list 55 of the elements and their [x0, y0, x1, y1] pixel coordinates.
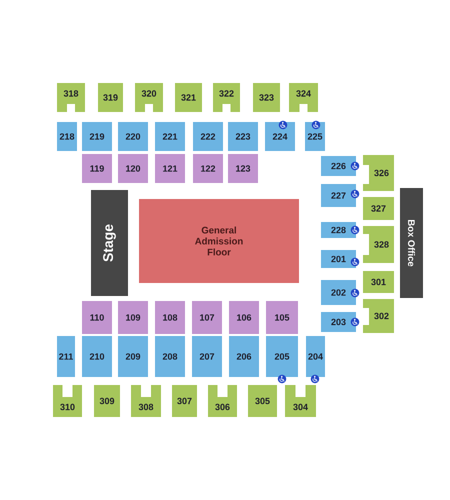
seating-section: 207	[192, 336, 222, 377]
seating-section: 326	[363, 155, 394, 191]
seating-section: 109	[118, 301, 148, 334]
seating-section: 122	[193, 154, 223, 183]
seating-section: 220	[118, 122, 148, 151]
seating-section: 322	[213, 83, 240, 112]
box-office-block: Box Office	[400, 188, 423, 298]
seating-section: 106	[229, 301, 259, 334]
seating-section: 318	[57, 83, 85, 112]
seating-section: 328	[363, 226, 394, 263]
seating-section: 302	[363, 299, 394, 333]
seating-section: 227	[321, 184, 356, 207]
seating-section: 219	[82, 122, 112, 151]
seating-section: 211	[57, 336, 75, 377]
stage-block: Stage	[91, 190, 128, 296]
seating-section: 110	[82, 301, 112, 334]
seating-section: 123	[228, 154, 258, 183]
seating-section: 323	[253, 83, 280, 112]
seating-section: 121	[155, 154, 185, 183]
seating-section: 119	[82, 154, 112, 183]
seating-section: 120	[118, 154, 148, 183]
seating-section: 202	[321, 280, 356, 305]
seating-section: 222	[193, 122, 223, 151]
seating-section: 320	[135, 83, 163, 112]
seating-section: 307	[172, 385, 197, 417]
seating-section: 205	[266, 336, 298, 377]
seating-section: 107	[192, 301, 222, 334]
seating-section: 108	[155, 301, 185, 334]
seating-section: 201	[321, 250, 356, 268]
seating-section: 324	[289, 83, 318, 112]
seating-section: 206	[229, 336, 259, 377]
general-admission-floor: General Admission Floor	[139, 199, 299, 283]
seating-section: 209	[118, 336, 148, 377]
seating-section: 208	[155, 336, 185, 377]
seating-section: 203	[321, 312, 356, 332]
seating-section: 223	[228, 122, 258, 151]
seating-section: 226	[321, 156, 356, 176]
seating-section: 301	[363, 271, 394, 293]
seating-section: 305	[248, 385, 277, 417]
seating-section: 221	[155, 122, 185, 151]
seating-section: 308	[131, 385, 161, 417]
seating-section: 319	[98, 83, 123, 112]
seating-section: 228	[321, 222, 356, 238]
seating-section: 327	[363, 197, 394, 220]
seating-section: 310	[53, 385, 82, 417]
seating-section: 218	[57, 122, 77, 151]
seating-section: 224	[265, 122, 295, 151]
seating-section: 105	[266, 301, 298, 334]
seating-section: 210	[82, 336, 112, 377]
seating-section: 204	[306, 336, 325, 377]
seating-section: 306	[208, 385, 237, 417]
seating-section: 321	[175, 83, 202, 112]
seating-section: 309	[94, 385, 120, 417]
seating-section: 304	[285, 385, 316, 417]
seating-section: 225	[305, 122, 325, 151]
